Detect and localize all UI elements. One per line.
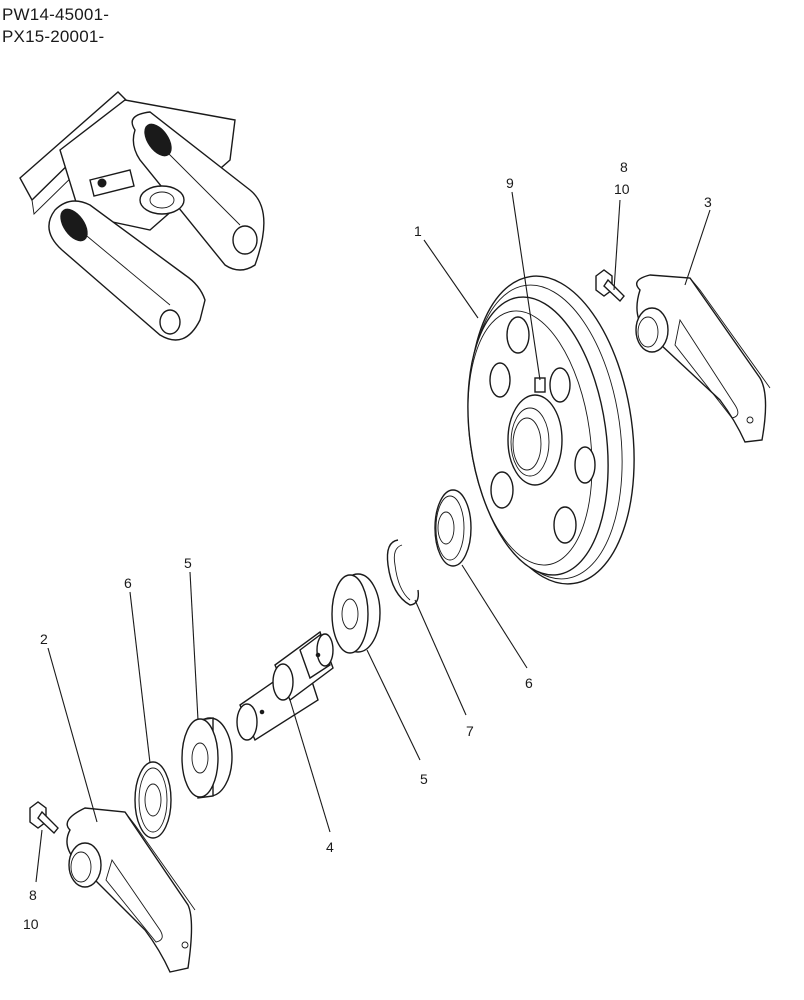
callout-8-upper: 8	[620, 159, 628, 175]
callout-8-lower: 8	[29, 887, 37, 903]
callout-10-lower: 10	[23, 916, 39, 932]
collar-right	[331, 573, 381, 654]
right-bracket	[635, 274, 771, 443]
callout-4: 4	[326, 839, 334, 855]
callout-7: 7	[466, 723, 474, 739]
callout-9: 9	[506, 175, 514, 191]
serial-range-2: PX15-20001-	[2, 27, 105, 46]
callout-5-right: 5	[420, 771, 428, 787]
callout-1: 1	[414, 223, 422, 239]
upper-bolt	[595, 269, 625, 303]
callout-2: 2	[40, 631, 48, 647]
callout-10-upper: 10	[614, 181, 630, 197]
callout-labels: 1 9 8 10 3 2 6 5 4 5 7 6 8 10	[23, 159, 712, 932]
idler-shaft	[236, 630, 334, 742]
snap-ring	[386, 539, 420, 606]
seal-left	[134, 761, 172, 839]
callout-6-left: 6	[124, 575, 132, 591]
collar-left	[181, 717, 233, 799]
callout-5-left: 5	[184, 555, 192, 571]
seal-right	[434, 489, 472, 567]
left-bracket	[66, 807, 196, 973]
lower-bolt	[29, 801, 59, 835]
idler-wheel	[467, 275, 635, 585]
model-serial-header: PW14-45001- PX15-20001-	[2, 4, 109, 48]
callout-3: 3	[704, 194, 712, 210]
serial-range-1: PW14-45001-	[2, 5, 110, 24]
leader-lines	[35, 191, 711, 883]
callout-6-right: 6	[525, 675, 533, 691]
undercarriage-overview-illustration	[19, 91, 265, 341]
